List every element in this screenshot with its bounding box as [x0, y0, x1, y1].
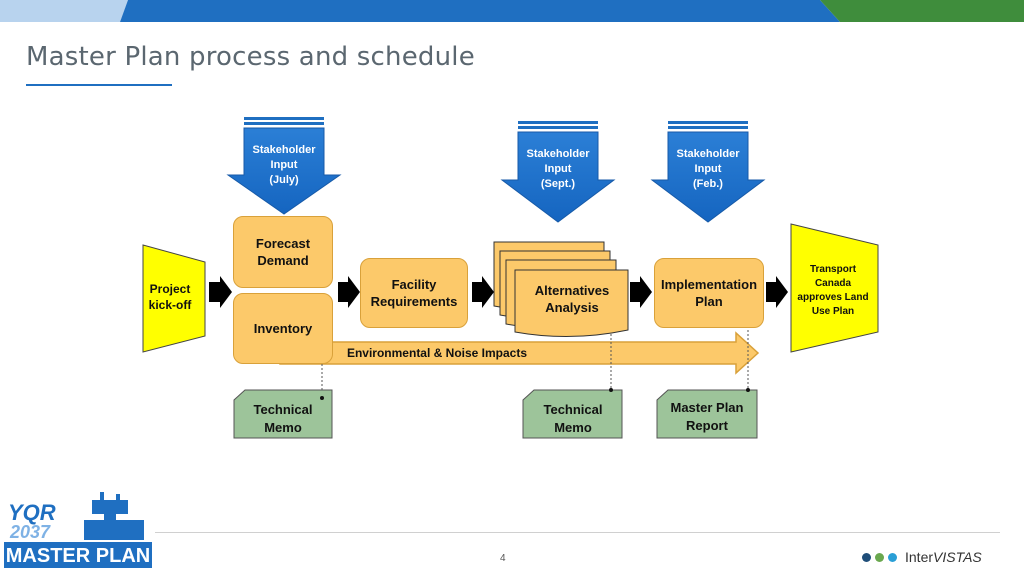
facility-requirements-box: Facility Requirements: [360, 258, 468, 328]
environmental-noise-arrow: Environmental & Noise Impacts: [279, 331, 760, 375]
slide-title: Master Plan process and schedule: [26, 42, 475, 72]
brand-wordmark: InterVISTAS: [905, 549, 982, 565]
title-underline: [26, 84, 172, 86]
stakeholder-july-line3: (July): [269, 174, 299, 186]
inventory-label: Inventory: [253, 321, 313, 336]
tc-line3: approves Land: [797, 292, 868, 303]
tc-line4: Use Plan: [812, 306, 854, 317]
deliverable-technical-memo-2: Technical Memo: [522, 389, 623, 439]
top-banner-green-segment: [820, 0, 1024, 22]
forecast-demand-box: Forecast Demand: [233, 216, 333, 288]
deliverable-master-plan-report: Master Plan Report: [656, 389, 758, 439]
logo-year: 2037: [9, 522, 51, 542]
page-number: 4: [500, 553, 506, 564]
stakeholder-july-line1: Stakeholder: [253, 144, 317, 156]
forecast-line1: Forecast: [255, 236, 311, 251]
stakeholder-sept-line3: (Sept.): [541, 178, 576, 190]
alternatives-line1: Alternatives: [535, 283, 609, 298]
memo1-line2: Memo: [264, 420, 302, 435]
alternatives-document-stack: Alternatives Analysis: [493, 241, 629, 338]
kickoff-line1: Project: [150, 282, 191, 296]
brand-prefix: Inter: [905, 549, 934, 565]
stakeholder-feb-line2: Input: [695, 163, 722, 175]
forecast-line2: Demand: [257, 253, 309, 268]
tc-line1: Transport: [810, 264, 857, 275]
transport-canada-milestone: Transport Canada approves Land Use Plan: [790, 223, 879, 353]
yqr-master-plan-logo: YQR 2037 MASTER PLAN: [4, 492, 152, 568]
facility-line2: Requirements: [370, 294, 458, 309]
logo-code: YQR: [8, 500, 56, 525]
stakeholder-input-arrow-sept: Stakeholder Input (Sept.): [500, 121, 616, 223]
implementation-plan-box: Implementation Plan: [654, 258, 764, 328]
brand-suffix: VISTAS: [933, 549, 982, 565]
stakeholder-input-arrow-feb: Stakeholder Input (Feb.): [650, 121, 766, 223]
top-banner: [0, 0, 1024, 22]
memo2-line2: Memo: [554, 420, 592, 435]
footer-divider: [155, 532, 1000, 533]
memo2-line1: Technical: [543, 402, 602, 417]
stakeholder-sept-line2: Input: [545, 163, 572, 175]
report-line2: Report: [686, 418, 729, 433]
brand-dot-2: [875, 552, 884, 562]
brand-dot-3: [888, 552, 897, 562]
implementation-line1: Implementation: [660, 277, 758, 292]
stakeholder-sept-line1: Stakeholder: [527, 148, 591, 160]
implementation-line2: Plan: [695, 294, 723, 309]
top-banner-blue-segment: [120, 0, 840, 22]
intervistas-brand: InterVISTAS: [862, 549, 982, 565]
brand-dot-1: [862, 552, 871, 562]
stakeholder-feb-line3: (Feb.): [693, 178, 723, 190]
environmental-label: Environmental & Noise Impacts: [347, 346, 527, 360]
flow-arrow-alternatives-to-implementation: [630, 276, 652, 308]
report-line1: Master Plan: [671, 400, 744, 415]
stakeholder-feb-line1: Stakeholder: [677, 148, 741, 160]
flow-arrow-forecast-to-facility: [338, 276, 360, 308]
deliverable-technical-memo-1: Technical Memo: [233, 389, 333, 439]
stakeholder-input-arrow-july: Stakeholder Input (July): [226, 117, 342, 215]
alternatives-line2: Analysis: [545, 300, 598, 315]
memo1-line1: Technical: [253, 402, 312, 417]
stakeholder-july-line2: Input: [271, 159, 298, 171]
kickoff-line2: kick-off: [149, 298, 193, 312]
flow-arrow-implementation-to-transport: [766, 276, 788, 308]
flow-arrow-facility-to-alternatives: [472, 276, 494, 308]
inventory-box: Inventory: [233, 293, 333, 364]
tc-line2: Canada: [815, 278, 852, 289]
top-banner-light-segment: [0, 0, 128, 22]
flow-arrow-kickoff-to-forecast: [209, 276, 232, 308]
facility-line1: Facility: [391, 277, 437, 292]
logo-label: MASTER PLAN: [6, 545, 150, 567]
project-kickoff-milestone: Project kick-off: [142, 244, 206, 353]
